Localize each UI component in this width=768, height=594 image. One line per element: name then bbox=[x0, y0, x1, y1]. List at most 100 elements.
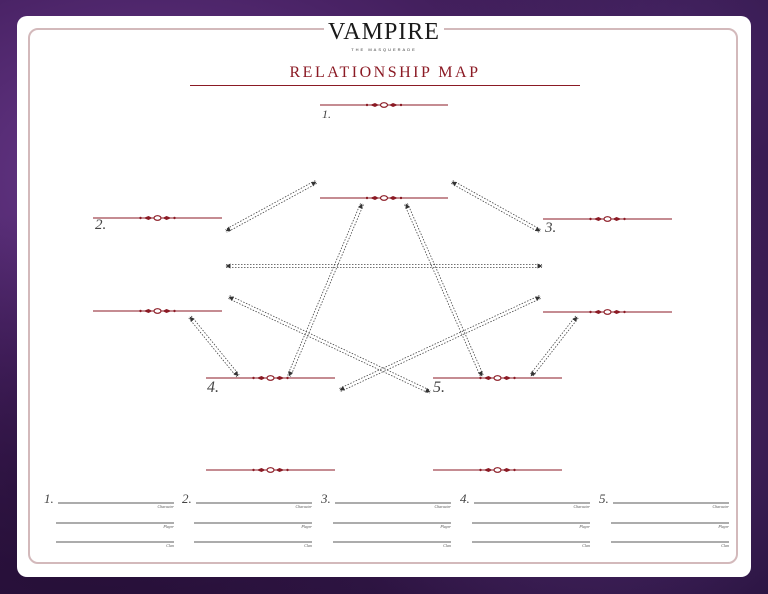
arrow-stroke-b bbox=[226, 183, 317, 233]
arrow-stroke-b bbox=[290, 204, 364, 377]
arrow-1-5 bbox=[404, 203, 484, 377]
flourish-left bbox=[256, 468, 266, 472]
arrow-1-2 bbox=[225, 180, 317, 233]
flourish-center bbox=[153, 308, 162, 314]
flourish-left bbox=[370, 196, 379, 200]
arrow-stroke-a bbox=[228, 298, 430, 394]
flourish-icon bbox=[589, 216, 626, 222]
flourish-left bbox=[593, 310, 603, 314]
flourish-left bbox=[256, 376, 266, 380]
flourish-dot-left bbox=[365, 196, 369, 200]
arrow-stroke-b bbox=[531, 317, 579, 378]
paper-sheet bbox=[17, 16, 751, 577]
vampire-logo: VAMPIRE THE MASQUERADE bbox=[0, 18, 768, 54]
roster-4-player-label: Player bbox=[579, 524, 590, 529]
flourish-icon bbox=[479, 467, 516, 473]
node-4-name-line bbox=[206, 375, 335, 381]
flourish-dot-left bbox=[479, 376, 482, 380]
flourish-dot-right bbox=[623, 217, 626, 221]
flourish-center bbox=[266, 467, 275, 473]
roster-1-clan-label: Clan bbox=[166, 543, 174, 548]
flourish-left bbox=[370, 103, 379, 107]
roster-3-character-label: Character bbox=[434, 504, 451, 509]
arrow-2-5 bbox=[228, 295, 431, 394]
roster-5-player-label: Player bbox=[718, 524, 729, 529]
arrow-stroke-b bbox=[190, 315, 240, 376]
flourish-dot-right bbox=[513, 376, 516, 380]
flourish-icon bbox=[139, 308, 176, 314]
flourish-left bbox=[483, 468, 493, 472]
node-3-name-line bbox=[543, 216, 672, 222]
node-3-number: 3. bbox=[545, 220, 557, 236]
flourish-dot-left bbox=[365, 103, 369, 107]
roster-4-character-label: Character bbox=[573, 504, 590, 509]
roster-1-character-label: Character bbox=[157, 504, 174, 509]
node-3-relation-line bbox=[543, 309, 672, 315]
flourish-right bbox=[612, 310, 622, 314]
double-arrow-icon bbox=[405, 203, 483, 377]
arrow-3-4 bbox=[339, 295, 541, 392]
double-arrow-icon bbox=[225, 181, 317, 232]
arrow-2-3 bbox=[225, 263, 543, 269]
node-5-relation-line bbox=[433, 467, 562, 473]
arrow-stroke-a bbox=[339, 295, 540, 389]
flourish-center bbox=[493, 467, 502, 473]
node-2-relation-line bbox=[93, 308, 222, 314]
roster-2-player-label: Player bbox=[301, 524, 312, 529]
flourish-icon bbox=[365, 195, 403, 201]
double-arrow-icon bbox=[189, 316, 239, 377]
arrow-stroke-a bbox=[529, 315, 577, 376]
flourish-icon bbox=[252, 375, 289, 381]
flourish-right bbox=[275, 468, 285, 472]
flourish-center bbox=[493, 375, 502, 381]
arrow-2-4 bbox=[188, 315, 240, 378]
arrow-stroke-a bbox=[287, 203, 361, 376]
flourish-dot-left bbox=[252, 468, 255, 472]
flourish-center bbox=[603, 309, 612, 315]
arrow-stroke-a bbox=[404, 204, 481, 377]
flourish-dot-right bbox=[399, 196, 403, 200]
node-4-number: 4. bbox=[207, 379, 219, 396]
flourish-dot-right bbox=[623, 310, 626, 314]
flourish-icon bbox=[139, 215, 176, 221]
flourish-dot-left bbox=[589, 217, 592, 221]
node-1-name-line bbox=[320, 102, 448, 108]
roster-2-character-label: Character bbox=[295, 504, 312, 509]
arrow-stroke-b bbox=[452, 180, 541, 230]
flourish-dot-left bbox=[252, 376, 255, 380]
node-5-number: 5. bbox=[433, 379, 445, 396]
flourish-dot-left bbox=[139, 309, 142, 313]
flourish-dot-right bbox=[286, 468, 289, 472]
flourish-dot-left bbox=[589, 310, 592, 314]
flourish-left bbox=[593, 217, 603, 221]
flourish-right bbox=[389, 196, 398, 200]
flourish-center bbox=[379, 195, 389, 201]
roster-3-number: 3. bbox=[321, 491, 331, 506]
flourish-dot-left bbox=[479, 468, 482, 472]
arrow-1-4 bbox=[287, 203, 364, 377]
logo-title: VAMPIRE bbox=[324, 18, 444, 46]
flourish-left bbox=[143, 309, 153, 313]
arrow-stroke-a bbox=[188, 317, 238, 378]
roster-1-player-label: Player bbox=[163, 524, 174, 529]
flourish-right bbox=[162, 309, 172, 313]
flourish-right bbox=[502, 468, 512, 472]
roster-3-clan-label: Clan bbox=[443, 543, 451, 548]
flourish-right bbox=[389, 103, 398, 107]
roster-2-number: 2. bbox=[182, 491, 192, 506]
flourish-dot-right bbox=[513, 468, 516, 472]
node-1-relation-line bbox=[320, 195, 448, 201]
node-2-number: 2. bbox=[95, 217, 107, 233]
arrow-stroke-b bbox=[229, 295, 431, 391]
flourish-dot-right bbox=[173, 216, 176, 220]
flourish-icon bbox=[589, 309, 626, 315]
arrow-stroke-b bbox=[407, 203, 484, 376]
flourish-right bbox=[612, 217, 622, 221]
node-4-relation-line bbox=[206, 467, 335, 473]
arrow-stroke-a bbox=[451, 183, 540, 233]
double-arrow-icon bbox=[339, 296, 541, 391]
roster-4-clan-label: Clan bbox=[582, 543, 590, 548]
flourish-icon bbox=[252, 467, 289, 473]
roster-5-character-label: Character bbox=[712, 504, 729, 509]
arrow-stroke-a bbox=[225, 180, 316, 230]
